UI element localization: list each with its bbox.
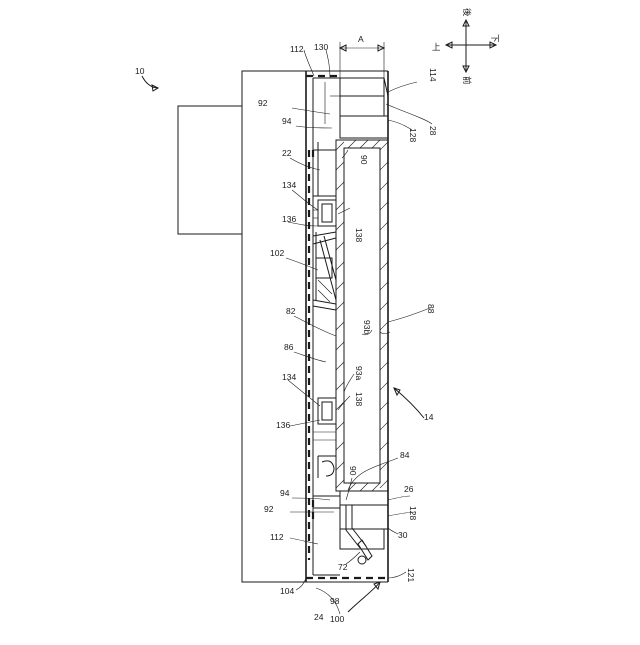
label-28: 28 [428,126,438,136]
clamp-upper-134 [313,200,336,226]
label-112-top: 112 [290,44,304,54]
label-136-top: 136 [282,214,296,224]
label-104: 104 [280,586,294,596]
label-100: 100 [330,614,344,624]
label-88: 88 [426,304,436,314]
upper-cap-28 [325,78,388,138]
body-10-outline [242,71,306,582]
label-24: 24 [314,612,324,622]
label-72: 72 [338,562,348,572]
arrow-14 [394,388,424,418]
compass-down: 下 [490,34,500,43]
label-128-bottom: 128 [408,506,418,520]
label-94-bottom: 94 [280,488,290,498]
label-114: 114 [428,68,438,82]
label-112-bottom: 112 [270,532,284,542]
dimension-A [340,42,384,78]
label-30: 30 [398,530,408,540]
label-134-bottom: 134 [282,372,296,382]
label-93a: 93a [354,366,364,380]
label-130: 130 [314,42,328,52]
label-136-bottom: 136 [276,420,290,430]
label-90-bottom: 90 [348,466,358,476]
inner-tube-88 [336,140,388,491]
label-82: 82 [286,306,296,316]
label-92-bottom: 92 [264,504,274,514]
label-121: 121 [406,568,416,582]
clamp-lower-134 [313,398,336,440]
arrow-10 [142,76,158,91]
label-10: 10 [135,66,145,76]
label-86: 86 [284,342,294,352]
label-14: 14 [424,412,434,422]
label-94-top: 94 [282,116,292,126]
label-134-top: 134 [282,180,296,190]
label-92-top: 92 [258,98,268,108]
label-128-top: 128 [408,128,418,142]
compass-up: 上 [432,42,441,52]
label-98: 98 [330,596,340,606]
label-22: 22 [282,148,292,158]
compass-arrows [446,20,496,72]
label-84: 84 [400,450,410,460]
lever-72 [346,505,372,564]
hook-lower [318,456,336,478]
label-102: 102 [270,248,284,258]
label-A: A [358,34,364,44]
label-138-top: 138 [354,228,364,242]
compass-back: 後 [462,8,472,17]
label-138-bottom: 138 [354,392,364,406]
spring-structure-102 [313,232,336,310]
label-26: 26 [404,484,414,494]
compass-front: 前 [462,76,472,85]
lower-cap-26 [313,491,388,549]
side-block [178,106,242,234]
label-90-top: 90 [359,155,369,165]
label-93b: 93b [362,320,372,334]
